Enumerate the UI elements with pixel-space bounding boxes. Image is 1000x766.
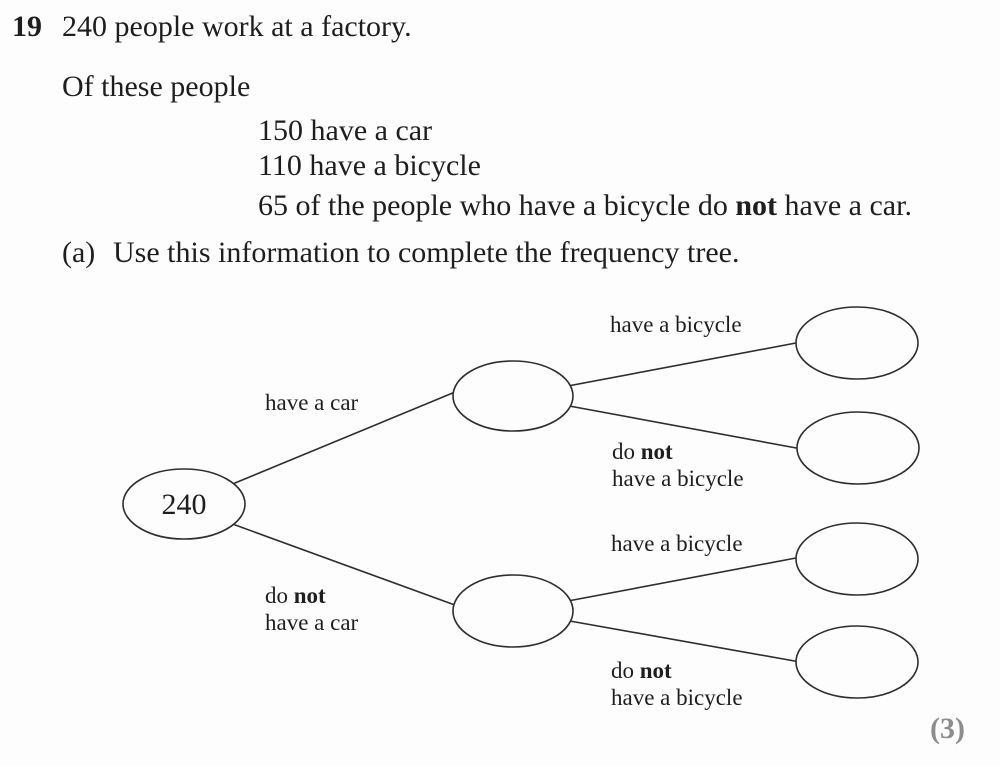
node-root-ellipse	[122, 468, 246, 540]
branch-label-nocar-no-bicycle: do not have a bicycle	[611, 657, 743, 711]
branch-label-nocar-no-bicycle-line1: do not	[611, 657, 743, 684]
branch-label-car-no-bicycle: do not have a bicycle	[612, 438, 744, 492]
branch-label-car: have a car	[265, 390, 359, 415]
branch-line-nocar-no-bicycle	[552, 617, 818, 666]
branch-label-car-no-bicycle-line1: do not	[612, 438, 744, 465]
fact-bicycle-no-car-bold: not	[735, 189, 778, 222]
branch-label-no-car-line2: have a car	[265, 610, 359, 635]
part-a-text: Use this information to complete the fre…	[113, 236, 740, 269]
fact-bicycle-no-car: 65 of the people who have a bicycle do n…	[258, 187, 912, 225]
question-subheading: Of these people	[62, 70, 251, 103]
branch-line-car	[217, 384, 473, 491]
branch-label-nocar-no-bicycle-do: do	[611, 658, 640, 683]
branch-label-car-no-bicycle-line2: have a bicycle	[612, 466, 744, 491]
branch-line-nocar-bicycle	[551, 553, 818, 605]
branch-label-car-no-bicycle-do: do	[612, 439, 641, 464]
question-intro: 240 people work at a factory.	[62, 10, 412, 43]
part-a-label: (a)	[62, 236, 96, 269]
branch-label-no-car: do not have a car	[265, 582, 358, 636]
branch-label-nocar-no-bicycle-line2: have a bicycle	[611, 685, 743, 710]
fact-bicycle-no-car-pre: 65 of the people who have a bicycle do	[258, 189, 736, 222]
marks-badge: (3)	[930, 712, 965, 745]
branch-line-no-car	[215, 517, 475, 613]
branch-label-car-bicycle: have a bicycle	[610, 312, 742, 337]
node-nocar-no-bicycle-ellipse[interactable]	[795, 625, 919, 699]
fact-bicycle: 110 have a bicycle	[258, 149, 481, 182]
branch-label-no-car-not: not	[293, 583, 326, 608]
branch-label-no-car-line1: do not	[265, 582, 358, 609]
branch-line-car-no-bicycle	[552, 402, 819, 453]
branch-label-car-no-bicycle-not: not	[640, 439, 673, 464]
branch-label-nocar-no-bicycle-not: not	[639, 658, 672, 683]
node-car-ellipse[interactable]	[452, 360, 574, 432]
fact-car: 150 have a car	[258, 114, 433, 147]
node-car-bicycle-ellipse[interactable]	[795, 306, 919, 380]
node-no-car-ellipse[interactable]	[452, 574, 574, 648]
branch-label-no-car-do: do	[265, 583, 294, 608]
branch-line-car-bicycle	[551, 338, 818, 390]
node-car-no-bicycle-ellipse[interactable]	[796, 411, 920, 485]
node-root-value: 240	[161, 488, 207, 521]
branch-label-nocar-bicycle: have a bicycle	[611, 531, 743, 556]
fact-bicycle-no-car-post: have a car.	[777, 189, 912, 222]
node-nocar-bicycle-ellipse[interactable]	[795, 522, 919, 596]
question-number: 19	[12, 10, 42, 43]
